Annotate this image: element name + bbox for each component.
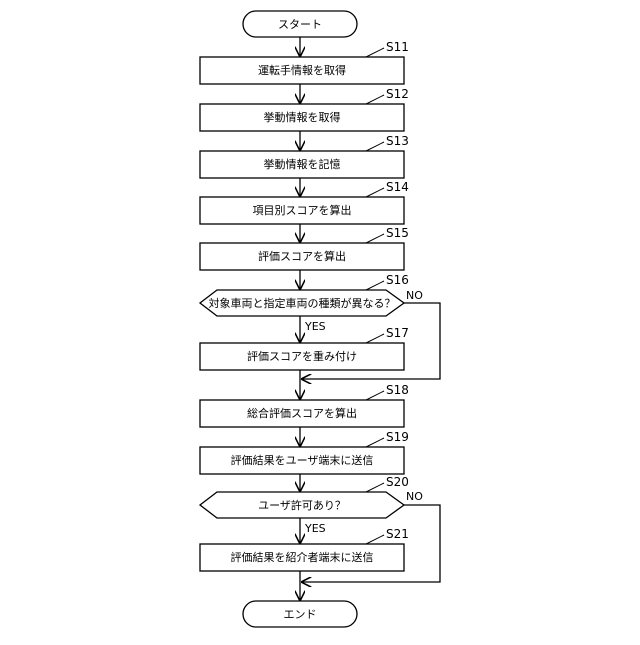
no-label-s20: NO [406, 490, 423, 503]
step-label-s19: S19 [386, 430, 409, 444]
step-label-s20: S20 [386, 475, 409, 489]
leader-s11 [366, 48, 384, 57]
process-text-s21: 評価結果を紹介者端末に送信 [231, 550, 374, 564]
yes-label-s20: YES [304, 522, 326, 535]
end-label: エンド [284, 608, 317, 621]
start-label: スタート [278, 18, 322, 31]
process-text-s13: 挙動情報を記憶 [264, 157, 341, 171]
process-text-s18: 総合評価スコアを算出 [247, 406, 357, 420]
step-label-s14: S14 [386, 180, 409, 194]
leader-s16 [366, 281, 384, 290]
leader-s15 [366, 234, 384, 243]
decision-text-s16: 対象車両と指定車両の種類が異なる？ [209, 296, 396, 310]
process-text-s15: 評価スコアを算出 [258, 249, 346, 263]
leader-s19 [366, 438, 384, 447]
yes-label-s16: YES [304, 320, 326, 333]
leader-s18 [366, 391, 384, 400]
step-label-s21: S21 [386, 527, 409, 541]
leader-s17 [366, 334, 384, 343]
leader-s21 [366, 535, 384, 544]
step-label-s18: S18 [386, 383, 409, 397]
step-label-s17: S17 [386, 326, 409, 340]
process-text-s19: 評価結果をユーザ端末に送信 [231, 453, 374, 467]
leader-s13 [366, 142, 384, 151]
step-label-s13: S13 [386, 134, 409, 148]
leader-s20 [366, 483, 384, 492]
step-label-s15: S15 [386, 226, 409, 240]
process-text-s17: 評価スコアを重み付け [247, 349, 357, 363]
no-label-s16: NO [406, 289, 423, 302]
process-text-s11: 運転手情報を取得 [258, 63, 346, 77]
step-label-s16: S16 [386, 273, 409, 287]
decision-text-s20: ユーザ許可あり？ [258, 499, 346, 512]
leader-s12 [366, 95, 384, 104]
step-label-s11: S11 [386, 40, 409, 54]
process-text-s12: 挙動情報を取得 [264, 110, 341, 124]
step-label-s12: S12 [386, 87, 409, 101]
leader-s14 [366, 188, 384, 197]
process-text-s14: 項目別スコアを算出 [253, 203, 352, 217]
